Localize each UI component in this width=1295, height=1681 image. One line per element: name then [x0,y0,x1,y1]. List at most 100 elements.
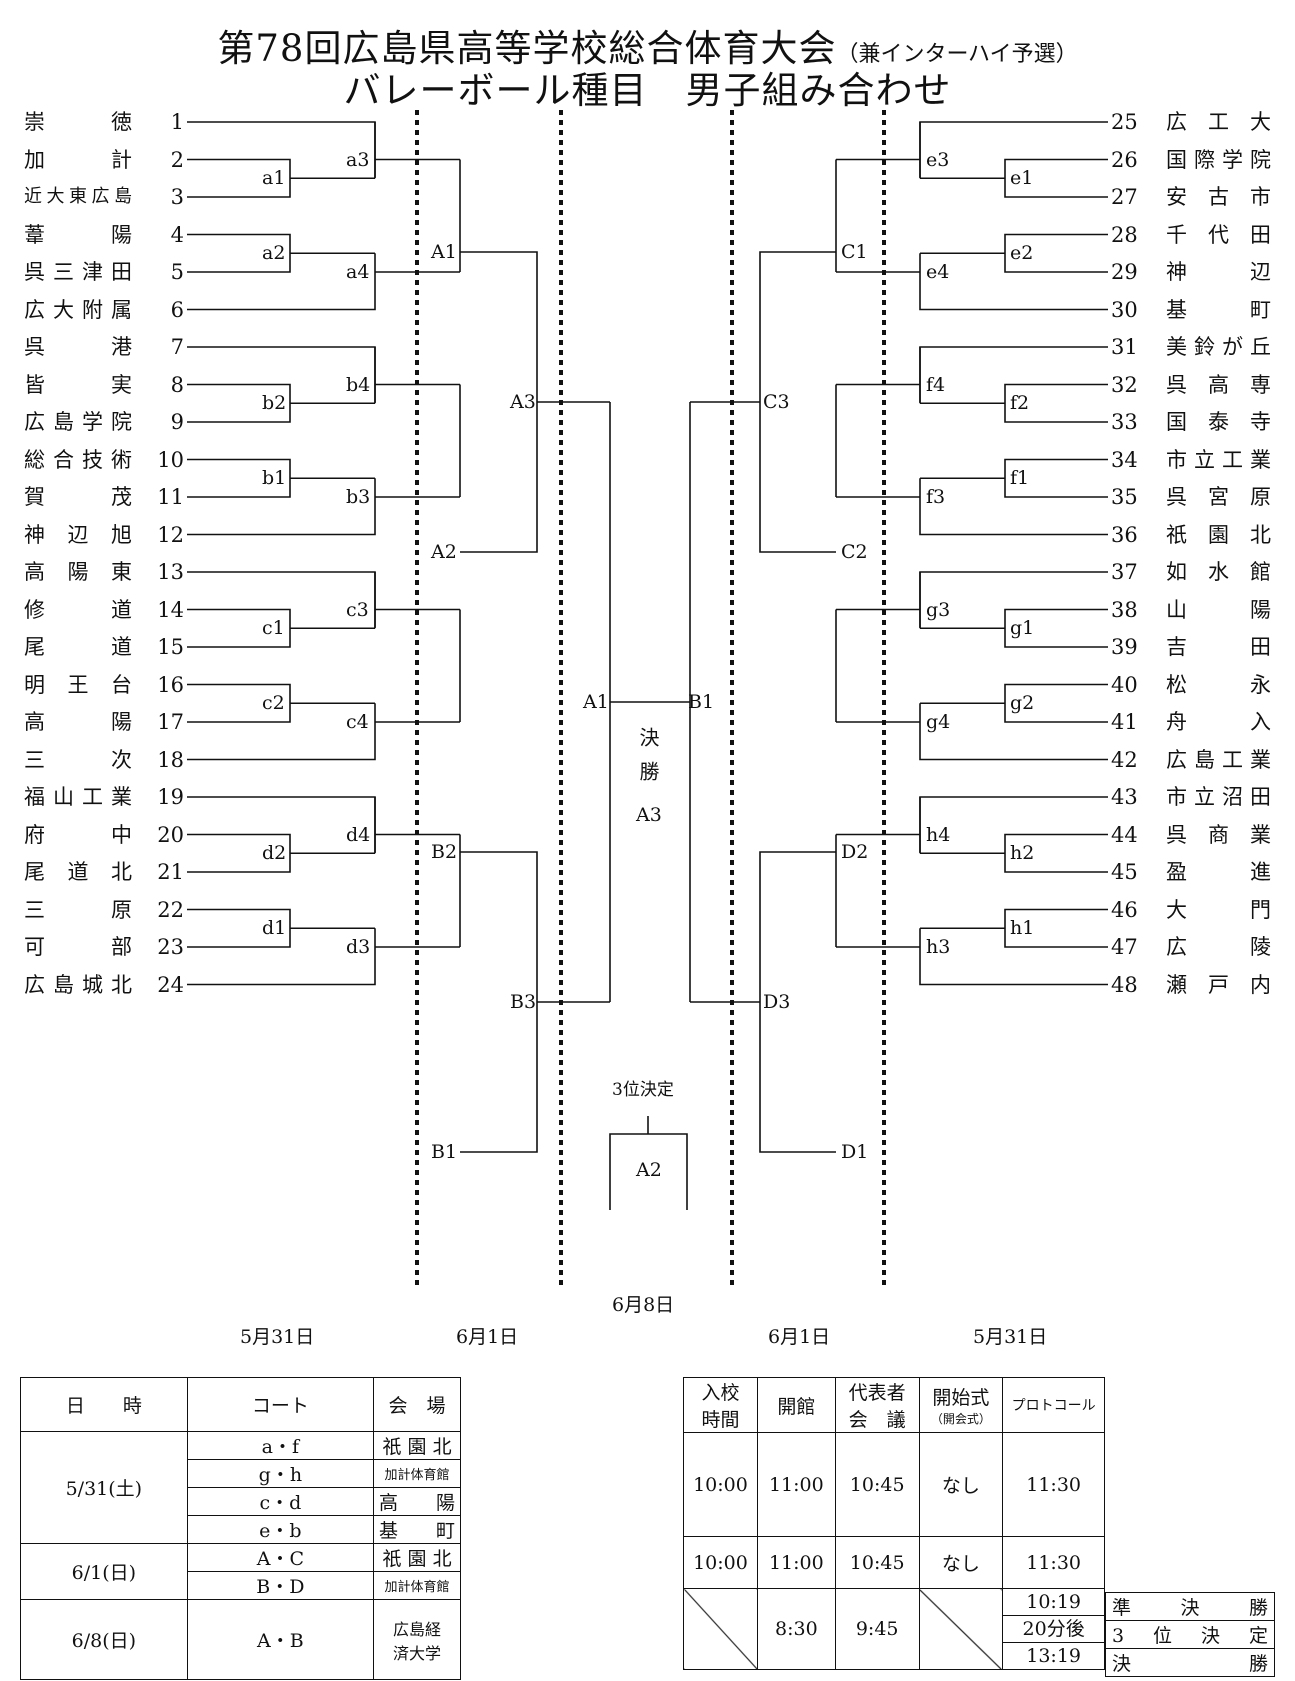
title-note: （兼インターハイ予選） [836,42,1078,67]
team-name: 広 陵 [1166,935,1271,959]
match-label-B2: B2 [431,841,458,863]
match-label-h3: h3 [926,936,951,958]
header-protocol: プロトコール [1002,1377,1105,1433]
time-cell: 9:45 [834,1588,920,1670]
team-seed: 17 [157,710,184,734]
time-row: 10:19 [1003,1589,1104,1616]
match-label-d1: d1 [262,917,287,940]
team-seed: 4 [170,222,184,247]
team-name: 神 辺 旭 [24,522,132,547]
team-name: 国際学院 [1166,147,1271,172]
team-seed: 29 [1111,260,1138,284]
match-label-c4: c4 [346,711,369,733]
match-label-d4: d4 [346,823,371,846]
title-main: 第78回広島県高等学校総合体育大会 [217,27,837,70]
team-seed: 6 [170,297,184,322]
schedule-time-table: 入校時間 開館 代表者会 議 開始式（開会式） プロトコール 10:00 11:… [683,1377,1105,1670]
team-name: 可 部 [24,935,132,959]
team-seed: 3 [170,185,184,209]
match-label-C3: C3 [763,391,790,413]
team-seed: 20 [157,822,184,847]
final-code: A3 [636,804,662,826]
third-place-label: 3位決定 [612,1080,674,1100]
schedule-venue: 基 町 [373,1515,461,1544]
match-label-a4: a4 [346,261,370,283]
schedule-court: A・B [186,1599,375,1680]
team-seed: 25 [1111,110,1138,134]
time-cell: 10:00 [683,1432,758,1537]
match-label-A1: A1 [431,241,457,263]
team-name: 加 計 [24,147,132,172]
schedule-date: 6/1(日) [20,1543,188,1600]
match-label-a3: a3 [346,148,370,171]
team-seed: 41 [1111,710,1138,734]
team-seed: 40 [1111,672,1138,697]
schedule-court: A・C [186,1543,375,1572]
match-label-c1: c1 [262,617,285,640]
time-cell: 11:00 [756,1432,836,1537]
team-seed: 45 [1111,860,1138,884]
team-seed: 13 [157,560,184,584]
schedule-court: a・f [186,1431,375,1460]
team-name: 尾 道 北 [24,860,132,884]
team-name: 広島工業 [1166,747,1271,772]
empty-cell [683,1588,758,1670]
team-name: 福山工業 [24,785,132,809]
time-cell: なし [918,1432,1004,1537]
team-seed: 31 [1111,335,1138,359]
schedule-date: 6/8(日) [20,1599,188,1680]
team-name: 総合技術 [24,447,132,472]
page-title: 第78回広島県高等学校総合体育大会（兼インターハイ予選） [0,18,1295,72]
team-seed: 36 [1111,522,1138,547]
final-label: 決勝 [636,727,660,795]
match-label-e4: e4 [926,261,950,283]
final-day-time-cell: 10:19 20分後 13:19 [1002,1588,1105,1670]
match-label-b2: b2 [262,392,287,415]
team-seed: 7 [170,335,184,359]
team-name: 千 代 田 [1166,222,1271,247]
team-name: 呉 商 業 [1166,822,1271,847]
team-name: 広大附属 [24,297,132,322]
schedule-venue-table: 日 時 コート 会 場 5/31(土) a・f 祇 園 北 g・h 加計体育館 … [20,1377,461,1680]
team-name: 美鈴が丘 [1166,335,1271,359]
match-label-SF_A1: A1 [583,691,609,713]
header-datetime: 日 時 [20,1377,188,1432]
time-cell: 8:30 [756,1588,836,1670]
match-label-h4: h4 [926,823,951,846]
match-label-g3: g3 [926,598,951,621]
match-label-g4: g4 [926,711,951,733]
team-name: 呉 高 専 [1166,372,1271,397]
team-seed: 16 [157,672,184,697]
team-name: 広島城北 [24,972,132,997]
event-final: 決 勝 [1105,1648,1275,1677]
match-label-B3: B3 [510,991,537,1013]
team-seed: 28 [1111,222,1138,247]
team-seed: 12 [157,522,184,547]
header-meeting: 代表者会 議 [834,1377,920,1433]
schedule-venue: 広島経済大学 [373,1599,461,1680]
team-name: 安 古 市 [1166,185,1271,209]
match-label-B1: B1 [431,1141,458,1163]
team-seed: 46 [1111,897,1138,922]
team-name: 祇 園 北 [1166,522,1271,547]
time-row: 20分後 [1003,1616,1104,1643]
team-seed: 27 [1111,185,1138,209]
team-name: 山 陽 [1166,597,1271,622]
header-entry-time: 入校時間 [683,1377,758,1433]
schedule-date: 5/31(土) [20,1431,188,1544]
time-cell: 10:45 [834,1432,920,1537]
team-name: 基 町 [1166,297,1271,322]
team-name: 呉三津田 [24,260,132,284]
team-name: 市立沼田 [1166,785,1271,809]
team-seed: 26 [1111,147,1138,172]
team-seed: 24 [157,972,184,997]
final-day-events: 準 決 勝 3 位 決 定 決 勝 [1105,1592,1275,1677]
team-name: 呉 宮 原 [1166,485,1271,509]
time-cell: 10:45 [834,1536,920,1589]
team-name: 如 水 館 [1166,560,1271,584]
match-label-f3: f3 [926,486,946,508]
match-label-D1: D1 [841,1141,869,1163]
team-seed: 43 [1111,785,1138,809]
match-label-d2: d2 [262,842,287,865]
